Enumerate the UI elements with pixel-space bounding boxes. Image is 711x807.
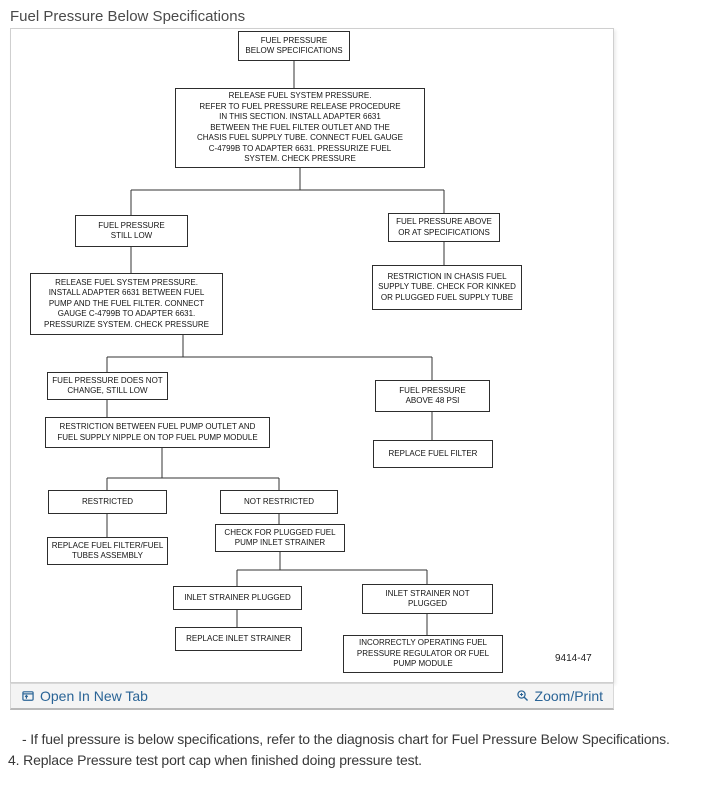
flowchart-node-above-48-psi: FUEL PRESSURE ABOVE 48 PSI (375, 380, 490, 412)
open-in-new-tab-label: Open In New Tab (40, 688, 148, 704)
flowchart-connector-lines (106, 61, 445, 635)
flowchart-node-release-system-check: RELEASE FUEL SYSTEM PRESSURE. REFER TO F… (175, 88, 425, 168)
flowchart-node-strainer-not-plugged: INLET STRAINER NOT PLUGGED (362, 584, 493, 614)
open-in-new-tab-icon[interactable] (21, 689, 35, 703)
zoom-print-link[interactable]: Zoom/Print (516, 688, 603, 704)
flowchart-node-replace-filter-tubes: REPLACE FUEL FILTER/FUEL TUBES ASSEMBLY (47, 537, 168, 565)
flowchart-node-release-install-adapter: RELEASE FUEL SYSTEM PRESSURE. INSTALL AD… (30, 273, 223, 335)
notes-section: - If fuel pressure is below specificatio… (8, 729, 711, 771)
open-in-new-tab-link[interactable]: Open In New Tab (21, 688, 148, 704)
flowchart-node-restricted: RESTRICTED (48, 490, 167, 514)
flowchart-node-incorrect-regulator-module: INCORRECTLY OPERATING FUEL PRESSURE REGU… (343, 635, 503, 673)
page-title: Fuel Pressure Below Specifications (10, 8, 246, 25)
flowchart-node-still-low: FUEL PRESSURE STILL LOW (75, 215, 188, 247)
flowchart-canvas: FUEL PRESSURE BELOW SPECIFICATIONS RELEA… (11, 29, 613, 682)
figure-number: 9414-47 (555, 653, 592, 664)
flowchart-node-restriction-pump-outlet: RESTRICTION BETWEEN FUEL PUMP OUTLET AND… (45, 417, 270, 448)
flowchart-node-restriction-chasis-tube: RESTRICTION IN CHASIS FUEL SUPPLY TUBE. … (372, 265, 522, 310)
viewer-toolbar: Open In New Tab Zoom/Print (10, 683, 614, 710)
note-line: - If fuel pressure is below specificatio… (22, 731, 670, 747)
flowchart-node-above-or-at-spec: FUEL PRESSURE ABOVE OR AT SPECIFICATIONS (388, 213, 500, 242)
zoom-plus-icon[interactable] (516, 689, 530, 703)
flowchart-node-start: FUEL PRESSURE BELOW SPECIFICATIONS (238, 31, 350, 61)
flowchart-node-not-restricted: NOT RESTRICTED (220, 490, 338, 514)
diagram-viewer-frame: FUEL PRESSURE BELOW SPECIFICATIONS RELEA… (10, 28, 614, 683)
flowchart-node-check-inlet-strainer: CHECK FOR PLUGGED FUEL PUMP INLET STRAIN… (215, 524, 345, 552)
flowchart-node-strainer-plugged: INLET STRAINER PLUGGED (173, 586, 302, 610)
flowchart-node-replace-fuel-filter: REPLACE FUEL FILTER (373, 440, 493, 468)
zoom-print-label: Zoom/Print (534, 688, 603, 704)
flowchart-node-no-change-still-low: FUEL PRESSURE DOES NOT CHANGE, STILL LOW (47, 372, 168, 400)
flowchart-node-replace-inlet-strainer: REPLACE INLET STRAINER (175, 627, 302, 651)
note-line: 4. Replace Pressure test port cap when f… (8, 752, 422, 768)
